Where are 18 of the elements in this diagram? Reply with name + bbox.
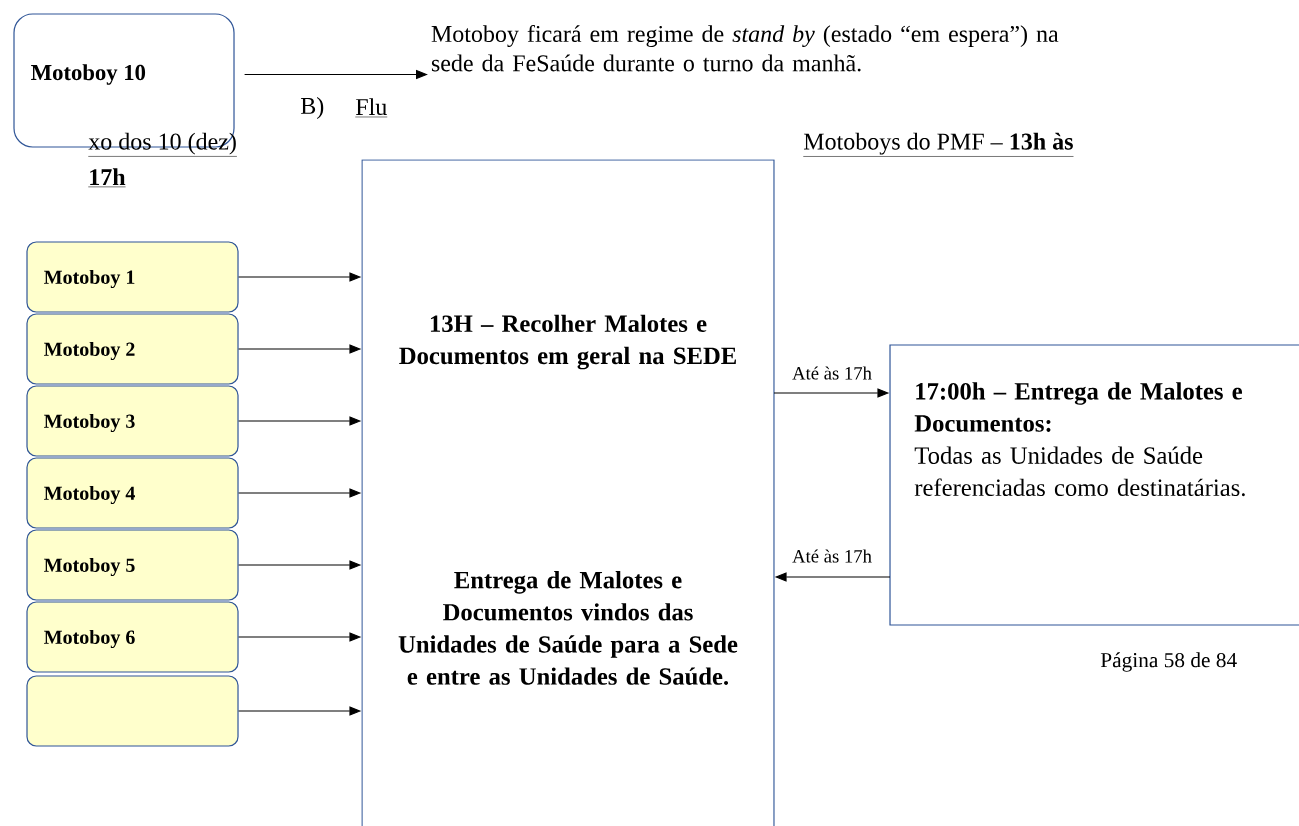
edge-label: Até às 17h — [792, 549, 872, 563]
edge-label: Até às 17h — [792, 366, 872, 380]
process-box: Motoboy 5 — [26, 529, 239, 601]
process-box: Motoboy 6 — [26, 601, 239, 673]
heading-text: B) — [300, 97, 324, 119]
heading-text: Página 58 de 84 — [1100, 652, 1237, 672]
heading-text: 17h — [88, 168, 126, 188]
heading-text: Flu — [355, 98, 388, 118]
empty-box — [26, 675, 239, 747]
heading-text: xo dos 10 (dez) — [88, 132, 238, 157]
process-box: 13H – Recolher Malotes e Documentos em geral na SEDE Entrega de Malotes e Documentos vindos das Unidades de Saúde para a Sede e entre as Unidades de Saúde. — [361, 159, 775, 826]
process-box: 17:00h – Entrega de Malotes e Documentos: Todas as Unidades de Saúde referenciadas como destinatárias. — [889, 344, 1299, 626]
process-box: Motoboy 3 — [26, 385, 239, 457]
process-box: Motoboy 1 — [26, 241, 239, 313]
process-box: Motoboy 2 — [26, 313, 239, 385]
heading-text: Motoboys do PMF – 13h às — [803, 132, 1074, 157]
note-text: Motoboy ficará em regime de stand by (estado “em espera”) na sede da FeSaúde durante o turno da manhã. — [431, 24, 1059, 72]
process-box: Motoboy 4 — [26, 457, 239, 529]
